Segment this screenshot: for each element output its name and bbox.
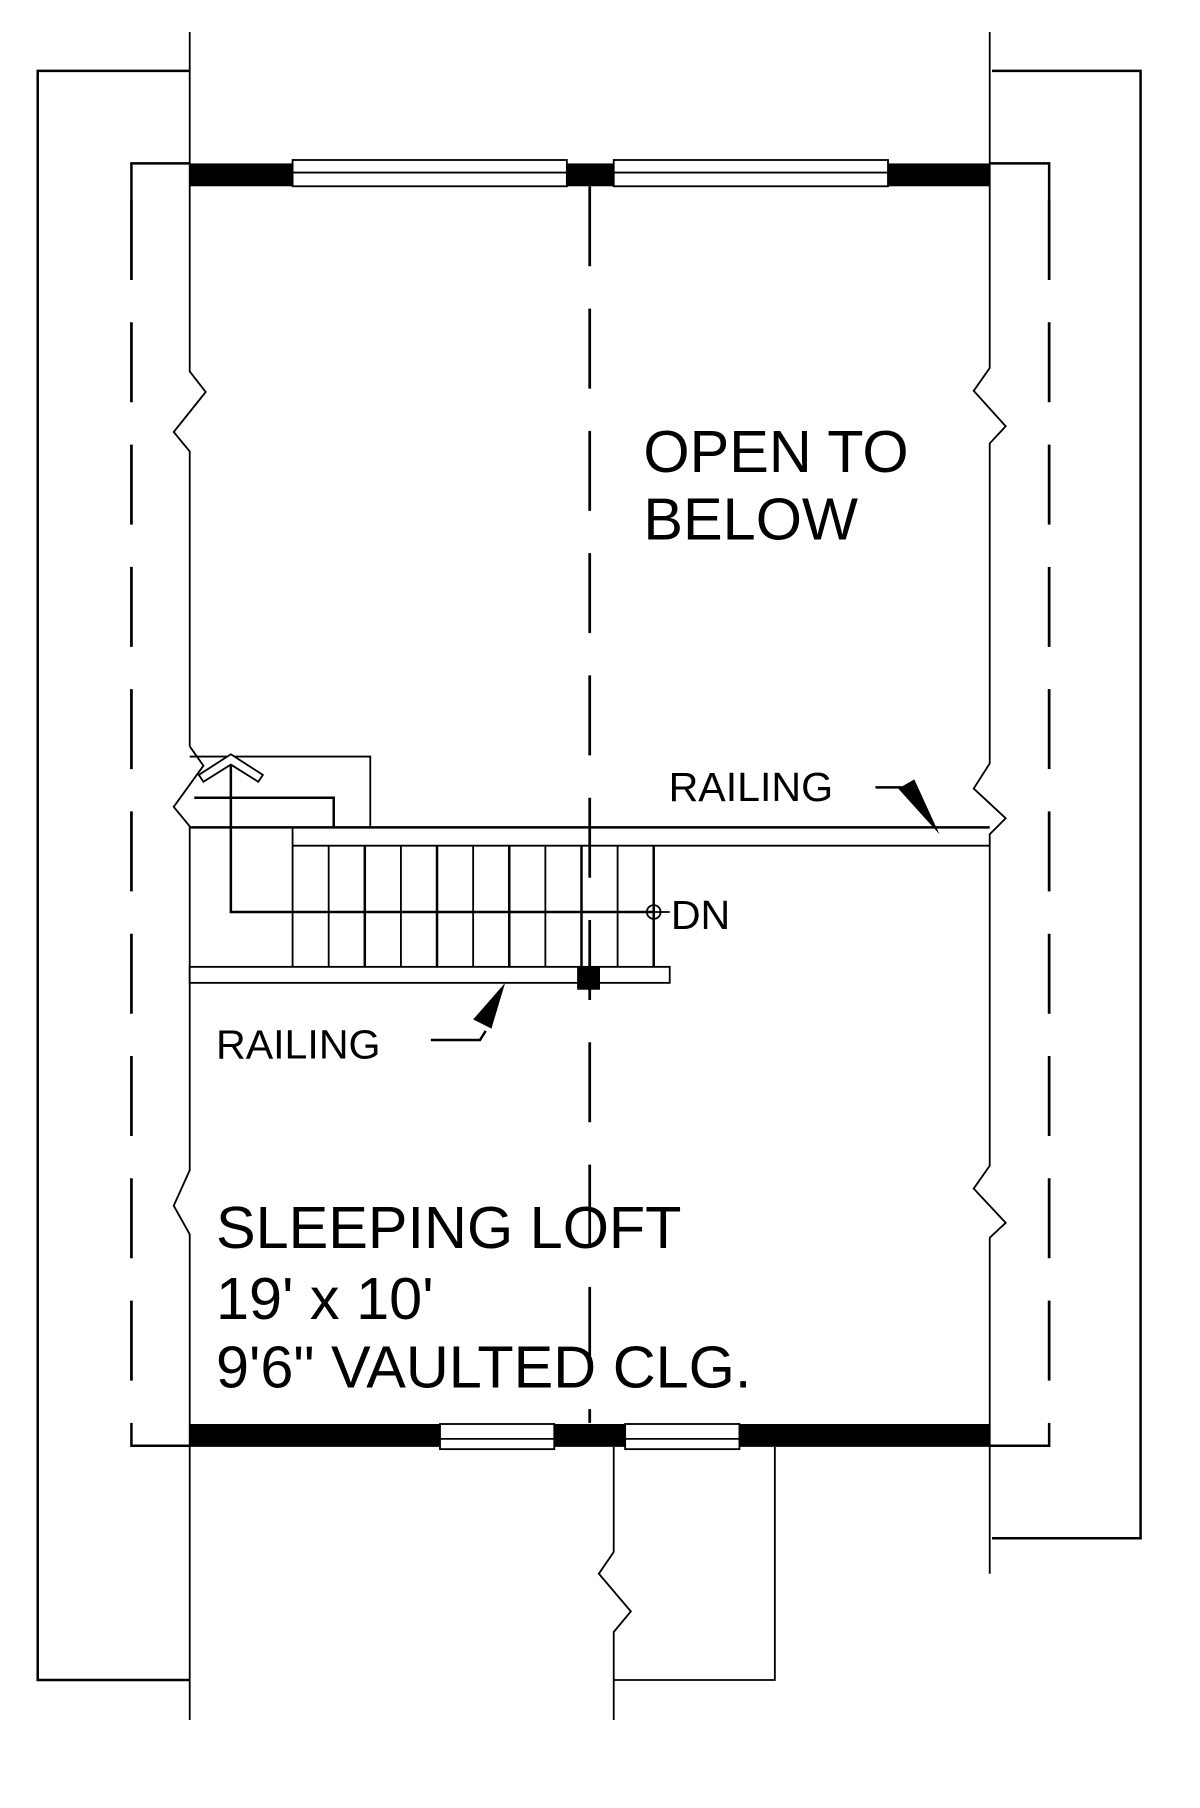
stair-landing	[189, 755, 372, 828]
stair-treads	[327, 845, 655, 967]
railing-leader-upper	[875, 779, 940, 835]
railing-leader-lower	[430, 982, 506, 1042]
left-wall-line	[172, 32, 207, 1720]
arrow-head-icon	[197, 753, 265, 783]
stair-direction-label: DN	[671, 892, 730, 938]
right-eave-outline	[992, 69, 1142, 1540]
leader-arrow-icon	[898, 779, 940, 835]
leader-arrow-icon	[473, 982, 506, 1029]
open-to-below-line2: BELOW	[643, 485, 858, 552]
left-eave-outline	[36, 69, 190, 1682]
room-name: SLEEPING LOFT	[216, 1194, 681, 1261]
open-to-below-line1: OPEN TO	[643, 418, 908, 485]
stair-path-arrow	[197, 753, 670, 922]
lower-bumpout	[597, 1446, 776, 1720]
upper-railing	[189, 826, 990, 967]
room-dimensions: 19' x 10'	[216, 1265, 434, 1332]
lower-railing	[188, 965, 671, 990]
railing-label-lower: RAILING	[216, 1021, 381, 1067]
railing-label-upper: RAILING	[669, 764, 834, 810]
bottom-wall	[189, 1423, 990, 1451]
bottom-window-left	[439, 1423, 556, 1451]
top-wall	[189, 159, 990, 188]
dashed-roof-lines	[130, 162, 1051, 1447]
ceiling-note: 9'6" VAULTED CLG.	[216, 1333, 751, 1400]
bottom-window-right	[624, 1423, 741, 1451]
right-wall-line	[972, 32, 1008, 1574]
post	[577, 966, 600, 990]
